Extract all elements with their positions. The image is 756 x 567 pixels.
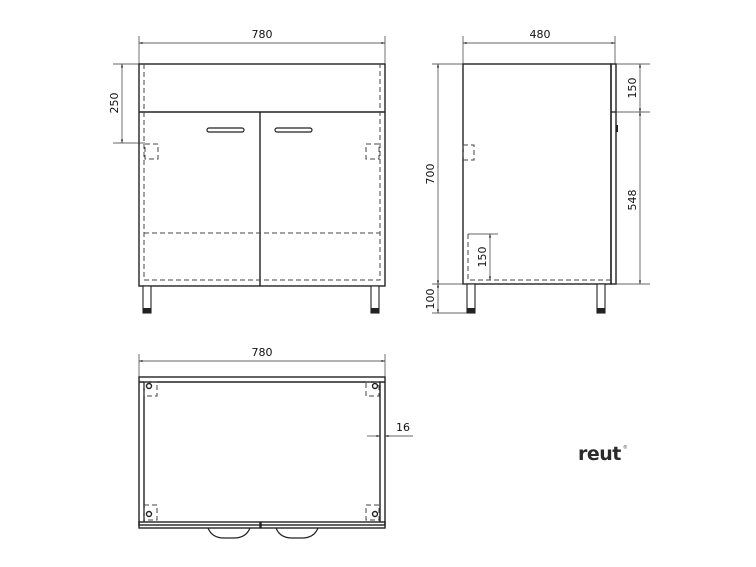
logo-registered-mark: ® <box>623 444 628 451</box>
side-top-label: 150 <box>626 78 639 99</box>
hinge-right <box>365 143 380 160</box>
side-door-label: 548 <box>626 190 639 211</box>
hinge-left <box>144 143 159 160</box>
reut-logo: reut ® <box>578 443 628 465</box>
front-counter-height-label: 250 <box>108 93 121 114</box>
side-leg-label: 100 <box>424 289 437 310</box>
top-width-label: 780 <box>252 346 273 359</box>
handle-right <box>274 127 313 133</box>
side-height-label: 700 <box>424 164 437 185</box>
top-outline <box>138 376 386 526</box>
handle-top-right <box>275 527 319 539</box>
hidden-inner-outline <box>143 64 381 281</box>
panel-thickness-label: 16 <box>396 421 410 434</box>
leg-foot-left <box>143 308 151 313</box>
leg-foot-right <box>371 308 379 313</box>
front-width-label: 780 <box>252 28 273 41</box>
side-depth-label: 480 <box>530 28 551 41</box>
corner-brackets <box>143 381 380 521</box>
front-view: 780 250 <box>108 28 386 314</box>
door-edge <box>610 63 617 285</box>
hinge-side <box>462 144 475 161</box>
cabinet-outline <box>138 63 386 287</box>
door-left-top <box>138 521 261 529</box>
handle-top-left <box>207 527 251 539</box>
logo-text: reut <box>578 443 621 465</box>
handle-left <box>206 127 245 133</box>
top-view: 780 16 <box>138 346 413 539</box>
side-view: 480 700 100 150 548 150 <box>424 28 650 314</box>
door-right-top <box>260 521 386 529</box>
side-shelf-label: 150 <box>476 247 489 268</box>
hidden-shelf-side <box>467 234 611 281</box>
